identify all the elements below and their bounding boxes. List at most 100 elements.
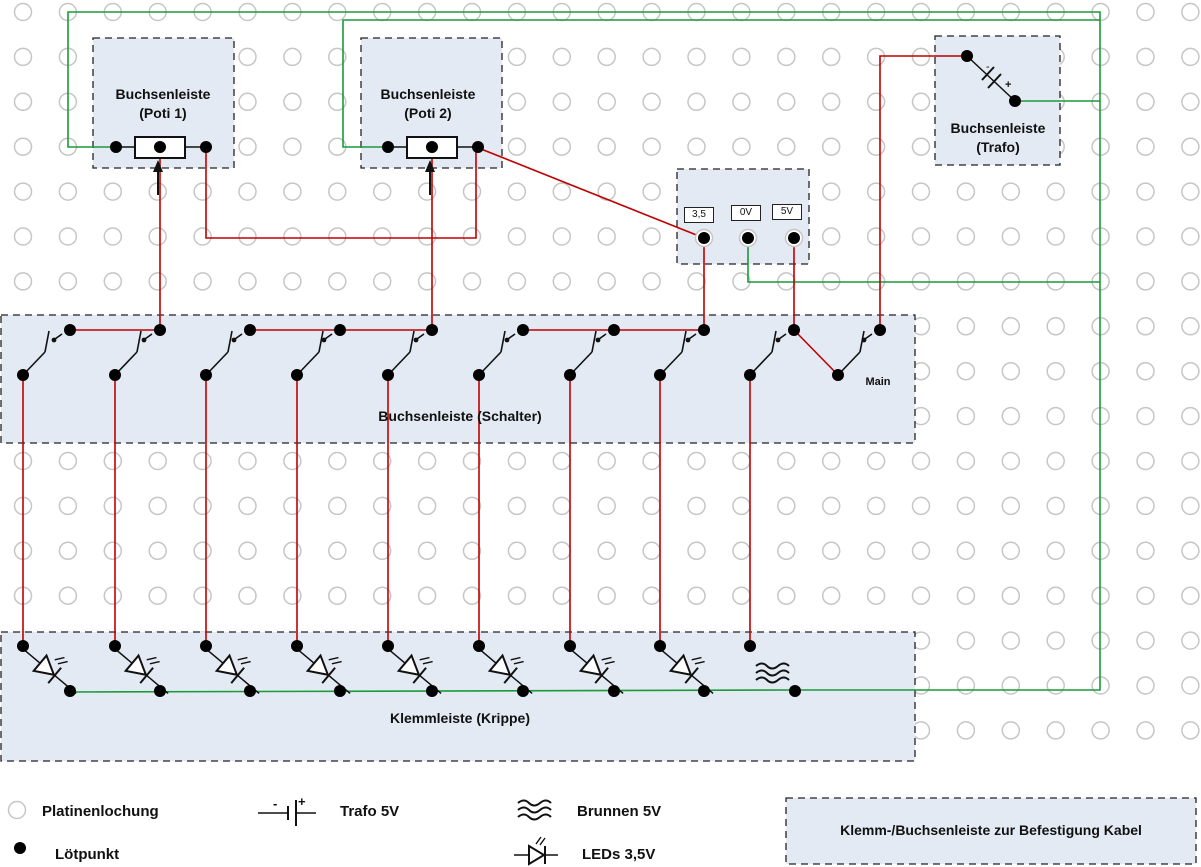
legend-led-part-4	[539, 837, 546, 846]
supply-tag-0v: 0V	[731, 205, 761, 221]
legend-trafo-minus: -	[273, 796, 277, 811]
board-hole	[732, 451, 751, 471]
board-hole	[58, 586, 78, 605]
board-hole	[597, 227, 616, 246]
switch-tip-9	[775, 337, 781, 343]
legend-led-icon	[514, 836, 558, 866]
board-hole	[597, 47, 616, 67]
board-hole	[1181, 227, 1200, 246]
board-hole	[866, 541, 886, 561]
switch-blade-4	[318, 330, 324, 353]
board-hole	[1001, 676, 1021, 695]
board-hole	[507, 541, 527, 561]
board-hole	[372, 451, 392, 471]
board-hole	[777, 496, 796, 516]
board-hole	[866, 182, 886, 201]
led-bar	[594, 667, 609, 684]
solder-point	[698, 232, 710, 244]
supply-tag-3v5: 3,5	[684, 207, 714, 223]
board-hole	[866, 227, 886, 246]
poti1-wiper-arrow	[153, 160, 163, 172]
led-ray-2	[513, 660, 524, 665]
board-hole	[1046, 586, 1065, 605]
board-hole	[732, 496, 751, 516]
led-ray-1	[54, 656, 65, 661]
board-hole	[956, 586, 976, 605]
board-hole	[1001, 721, 1021, 740]
board-hole	[1181, 361, 1200, 381]
solder-point	[874, 324, 886, 336]
board-hole	[1136, 272, 1155, 291]
board-hole	[58, 227, 78, 246]
board-hole	[58, 182, 78, 201]
board-hole	[1181, 631, 1200, 650]
led-ray-2	[149, 660, 160, 665]
board-hole	[642, 451, 661, 471]
legend-led-part-3	[535, 836, 542, 845]
board-hole	[1001, 317, 1021, 336]
legend-leds-label: LEDs 3,5V	[582, 846, 656, 863]
board-hole	[732, 92, 751, 112]
board-hole	[103, 496, 123, 516]
board-hole	[1181, 2, 1200, 22]
board-hole	[956, 676, 976, 695]
led-triangle	[214, 653, 239, 677]
poti1-title: Buchsenleiste	[115, 86, 211, 102]
board-hole	[1181, 496, 1200, 516]
board-hole	[328, 227, 347, 246]
legend-box-label: Klemm-/Buchsenleiste zur Befestigung Kab…	[840, 822, 1142, 838]
led-bar	[139, 667, 154, 684]
board-hole	[238, 227, 257, 246]
board-hole	[911, 47, 931, 67]
led-bar	[47, 667, 62, 684]
led-symbol-1	[17, 643, 77, 695]
board-hole	[283, 451, 302, 471]
board-hole	[1136, 361, 1155, 381]
board-hole	[103, 272, 123, 291]
board-hole	[1136, 631, 1155, 650]
board-hole	[283, 137, 302, 156]
led-triangle	[31, 653, 56, 677]
switch-tip-8	[685, 337, 691, 343]
board-hole	[642, 227, 661, 246]
solder-point	[788, 232, 800, 244]
solder-point	[961, 50, 973, 62]
switch-blade-6	[500, 330, 506, 353]
led-ray-1	[510, 656, 521, 661]
poti2-wiper-arrow	[425, 160, 435, 172]
fountain-symbol-wave-3	[755, 676, 790, 684]
board-hole	[866, 496, 886, 516]
led-ray-1	[419, 656, 430, 661]
led-ray-2	[57, 660, 68, 665]
legend-led-part-1	[528, 844, 546, 866]
board-hole	[552, 496, 572, 516]
board-hole	[328, 451, 347, 471]
board-hole	[58, 451, 78, 471]
solder-point	[654, 369, 666, 381]
board-hole	[911, 586, 931, 605]
board-hole	[866, 92, 886, 112]
trafo-minus-sign: -	[986, 61, 990, 73]
legend-trafo-plus: +	[298, 794, 306, 809]
supply-tag-5v: 5V	[772, 204, 802, 220]
board-hole	[1181, 541, 1200, 561]
board-hole	[1046, 541, 1065, 561]
board-hole	[597, 586, 616, 605]
led-ray-2	[331, 660, 342, 665]
led-symbol-8	[654, 643, 714, 695]
solder-point	[109, 369, 121, 381]
switch-blade-2	[136, 330, 142, 353]
board-hole	[821, 227, 841, 246]
board-hole	[956, 361, 976, 381]
board-hole	[642, 496, 661, 516]
board-hole	[956, 496, 976, 516]
poti2-title: Buchsenleiste	[380, 86, 476, 102]
board-hole	[372, 272, 392, 291]
board-hole	[821, 496, 841, 516]
led-ray-1	[146, 656, 157, 661]
board-hole	[1181, 317, 1200, 336]
board-hole	[462, 451, 482, 471]
board-hole	[193, 451, 212, 471]
board-hole	[597, 451, 616, 471]
trafo-plus-sign: +	[1005, 79, 1011, 91]
